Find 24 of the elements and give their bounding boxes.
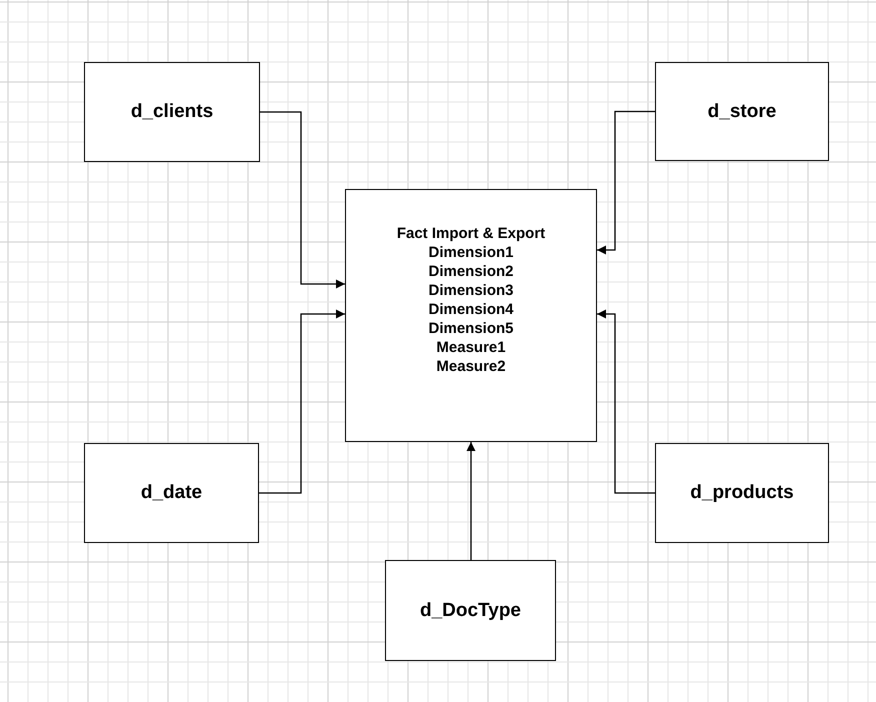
field-name: Measure2	[436, 357, 506, 376]
connector-arrow	[466, 442, 476, 560]
field-name: Measure1	[436, 338, 506, 357]
field-name: Dimension4	[428, 300, 514, 319]
entity-box	[655, 62, 829, 161]
table-title: Fact Import & Export	[396, 224, 546, 243]
entity-box	[655, 443, 829, 543]
field-name: d_date	[140, 482, 202, 504]
field-name: Dimension3	[428, 281, 514, 300]
field-name: Dimension1	[428, 243, 514, 262]
field-name: d_clients	[130, 101, 214, 123]
connector-arrow	[259, 310, 345, 494]
connector-arrow	[260, 111, 345, 288]
field-name: d_DocType	[420, 600, 521, 622]
field-name: Dimension5	[428, 319, 514, 338]
field-name: d_products	[690, 482, 794, 504]
entity-box	[345, 189, 597, 442]
field-name: d_store	[708, 100, 776, 122]
connector-arrow	[597, 110, 655, 254]
connector-arrow	[597, 310, 655, 494]
entity-box	[84, 443, 259, 543]
entity-box	[385, 560, 556, 661]
entity-box	[84, 62, 260, 162]
field-name: Dimension2	[428, 262, 514, 281]
